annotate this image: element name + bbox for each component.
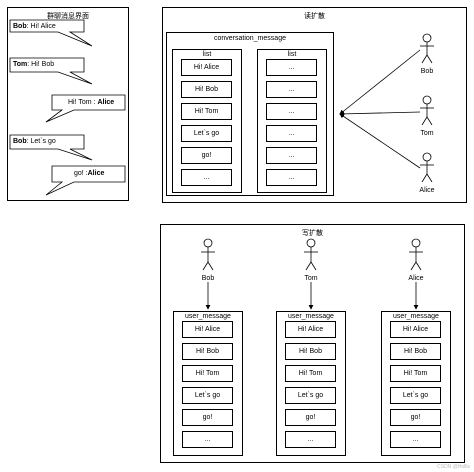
chat-message-5: go! :Alice xyxy=(74,170,105,177)
read-arrow-tom xyxy=(339,111,421,117)
table-row: Hi! Tom xyxy=(182,365,233,382)
table-row: ... xyxy=(390,431,441,448)
list-item: Hi! Bob xyxy=(181,81,232,98)
conversation-message-title: conversation_message xyxy=(214,35,286,42)
list-item: ... xyxy=(266,81,317,98)
right-list-title: list xyxy=(287,51,297,58)
list-item: ... xyxy=(266,169,317,186)
read-user-label-tom: Tom xyxy=(420,130,434,137)
write-diffusion-title: 写扩散 xyxy=(302,230,323,237)
list-item: ... xyxy=(266,125,317,142)
write-user-label-tom: Tom xyxy=(304,275,318,282)
bubble-3 xyxy=(45,94,126,123)
table-row: ... xyxy=(285,431,336,448)
table-row: Hi! Bob xyxy=(390,343,441,360)
read-arrow-bob xyxy=(339,49,421,115)
chat-panel-title: 群聊消息界面 xyxy=(47,13,89,20)
user-message-title: user_message xyxy=(288,313,334,320)
read-diffusion-title: 读扩散 xyxy=(304,13,325,20)
list-item: Let`s go xyxy=(181,125,232,142)
user-message-title: user_message xyxy=(393,313,439,320)
list-item: ... xyxy=(266,103,317,120)
list-item: go! xyxy=(181,147,232,164)
user-alice-icon xyxy=(420,152,434,183)
user-tom-icon xyxy=(304,238,318,271)
write-user-label-alice: Alice xyxy=(408,275,424,282)
table-row: Hi! Bob xyxy=(182,343,233,360)
list-item: ... xyxy=(266,59,317,76)
left-list-title: list xyxy=(202,51,212,58)
user-tom-icon xyxy=(420,95,434,126)
list-item: ... xyxy=(181,169,232,186)
bubble-4 xyxy=(9,134,93,161)
list-item: Hi! Tom xyxy=(181,103,232,120)
table-row: Hi! Tom xyxy=(285,365,336,382)
user-bob-icon xyxy=(201,238,215,271)
user-message-title: user_message xyxy=(185,313,231,320)
table-row: Let`s go xyxy=(390,387,441,404)
watermark: CSDN @Hollis xyxy=(437,464,470,470)
list-item: ... xyxy=(266,147,317,164)
bubble-5 xyxy=(45,165,126,196)
bubble-2 xyxy=(9,57,93,85)
table-row: Hi! Alice xyxy=(390,321,441,338)
read-user-label-bob: Bob xyxy=(420,68,434,75)
user-alice-icon xyxy=(409,238,423,271)
bubble-1 xyxy=(9,19,93,47)
table-row: Hi! Bob xyxy=(285,343,336,360)
chat-message-4: Bob: Let`s go xyxy=(13,138,56,145)
table-row: Let`s go xyxy=(182,387,233,404)
user-bob-icon xyxy=(420,33,434,64)
chat-message-3: Hi! Tom : Alice xyxy=(68,99,115,106)
chat-message-1: Bob: Hi! Alice xyxy=(13,23,56,30)
table-row: go! xyxy=(182,409,233,426)
table-row: Let`s go xyxy=(285,387,336,404)
read-user-label-alice: Alice xyxy=(419,187,435,194)
table-row: Hi! Alice xyxy=(285,321,336,338)
list-item: Hi! Alice xyxy=(181,59,232,76)
table-row: Hi! Tom xyxy=(390,365,441,382)
write-user-label-bob: Bob xyxy=(201,275,215,282)
table-row: go! xyxy=(285,409,336,426)
table-row: Hi! Alice xyxy=(182,321,233,338)
table-row: ... xyxy=(182,431,233,448)
chat-message-2: Tom: Hi! Bob xyxy=(13,61,55,68)
table-row: go! xyxy=(390,409,441,426)
read-arrow-alice xyxy=(339,113,421,169)
